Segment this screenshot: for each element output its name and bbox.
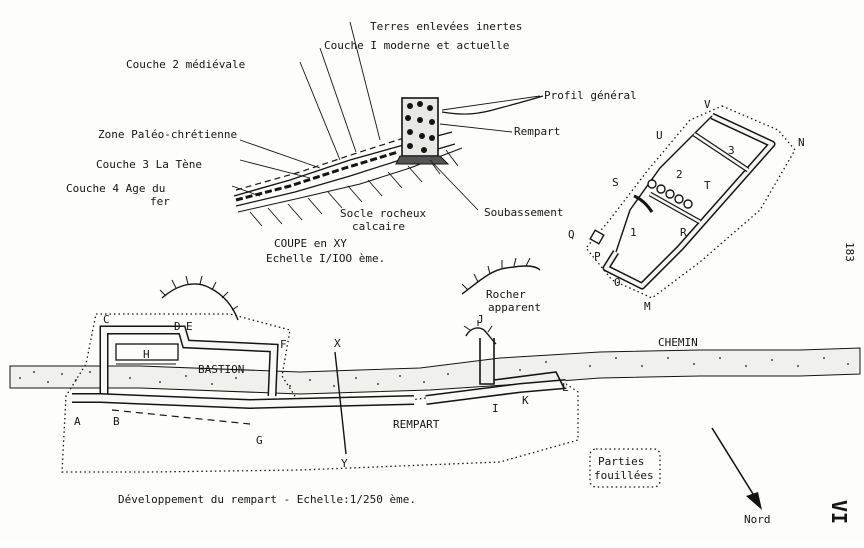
plan-letter-x: X bbox=[334, 337, 341, 350]
main-dotted-outline bbox=[61, 313, 579, 473]
label-rocher-line1: Rocher bbox=[486, 288, 526, 301]
north-arrow-head bbox=[746, 492, 762, 510]
plan-letter-b: B bbox=[113, 415, 120, 428]
label-profil-general: Profil général bbox=[544, 89, 637, 102]
plate-number: VI bbox=[827, 500, 851, 524]
plan-letters: A B C D E F G H I J K L X Y bbox=[74, 313, 569, 470]
detail-plan-drawing bbox=[585, 105, 796, 299]
detail-inner-wall bbox=[615, 115, 713, 253]
detail-letter-p: P bbox=[594, 250, 601, 263]
label-rocher-line2: apparent bbox=[488, 301, 541, 314]
label-rempart-plan: REMPART bbox=[393, 418, 440, 431]
road-band bbox=[9, 347, 861, 395]
legend-parties-line1: Parties bbox=[598, 455, 644, 468]
label-bastion: BASTION bbox=[198, 363, 244, 376]
detail-letter-t: T bbox=[704, 179, 711, 192]
label-couche-4-line2: fer bbox=[150, 195, 170, 208]
detail-square-q bbox=[589, 229, 605, 245]
plan-letter-f: F bbox=[280, 338, 287, 351]
removed-earth-line bbox=[235, 137, 405, 191]
detail-letter-v: V bbox=[704, 98, 711, 111]
detail-letter-s: S bbox=[612, 176, 619, 189]
general-profile-line bbox=[441, 95, 544, 115]
detail-room-2: 2 bbox=[676, 168, 683, 181]
rampart-stones bbox=[405, 101, 435, 153]
detail-letter-m: M bbox=[644, 300, 651, 313]
label-chemin: CHEMIN bbox=[658, 336, 698, 349]
label-rempart-section: Rempart bbox=[514, 125, 560, 138]
foundation-block bbox=[395, 155, 450, 165]
page-number: 183 bbox=[843, 242, 856, 262]
detail-letter-n: N bbox=[798, 136, 805, 149]
leader-lines bbox=[231, 21, 541, 211]
rock-outcrops bbox=[161, 265, 541, 345]
rampart-wall bbox=[72, 338, 567, 425]
plan-letter-c: C bbox=[103, 313, 110, 326]
label-soubassement: Soubassement bbox=[484, 206, 563, 219]
detail-dotted-outline bbox=[585, 105, 796, 299]
label-socle-line2: calcaire bbox=[352, 220, 405, 233]
label-terres-enlevees: Terres enlevées inertes bbox=[370, 20, 522, 33]
plan-letter-e: E bbox=[186, 320, 193, 333]
plan-letter-a: A bbox=[74, 415, 81, 428]
detail-letter-o: O bbox=[614, 276, 621, 289]
plan-letter-l: L bbox=[562, 381, 569, 394]
label-zone-paleo: Zone Paléo-chrétienne bbox=[98, 128, 237, 141]
label-echelle-coupe: Echelle I/IOO ème. bbox=[266, 252, 385, 265]
section-line-xy bbox=[334, 351, 347, 455]
legend-parties-line2: fouillées bbox=[594, 469, 654, 482]
detail-letter-u: U bbox=[656, 129, 663, 142]
detail-letter-r: R bbox=[680, 226, 687, 239]
main-plan-drawing bbox=[9, 257, 861, 510]
rock-hatches bbox=[159, 257, 531, 333]
room-h bbox=[115, 343, 179, 361]
label-socle-line1: Socle rocheux bbox=[340, 207, 426, 220]
label-couche-3: Couche 3 La Tène bbox=[96, 158, 202, 171]
plan-letter-d: D bbox=[174, 320, 181, 333]
label-coupe-xy: COUPE en XY bbox=[274, 237, 347, 250]
detail-letters: V N U S T R Q P O M 1 2 3 bbox=[568, 98, 805, 313]
layer-line-2 bbox=[235, 150, 399, 202]
road-stippling bbox=[19, 357, 849, 387]
detail-stone-row bbox=[647, 179, 693, 209]
label-couche-1: Couche I moderne et actuelle bbox=[324, 39, 509, 52]
label-couche-4-line1: Couche 4 Age du bbox=[66, 182, 165, 195]
bastion-walls bbox=[99, 325, 279, 397]
detail-room-1: 1 bbox=[630, 226, 637, 239]
legend-dotted-box bbox=[589, 448, 661, 488]
plan-letter-g: G bbox=[256, 434, 263, 447]
plan-letter-k: K bbox=[522, 394, 529, 407]
detail-letter-q: Q bbox=[568, 228, 575, 241]
north-arrow-shaft bbox=[711, 427, 759, 503]
plan-letter-i: I bbox=[492, 402, 499, 415]
detail-hatched-arc bbox=[633, 194, 654, 213]
plan-letter-y: Y bbox=[341, 457, 348, 470]
label-nord: Nord bbox=[744, 513, 771, 526]
detail-room-3: 3 bbox=[728, 144, 735, 157]
plan-letter-j: J bbox=[477, 313, 484, 326]
plan-letter-h: H bbox=[143, 348, 150, 361]
label-couche-2: Couche 2 médiévale bbox=[126, 58, 245, 71]
rock-hatching bbox=[249, 149, 459, 227]
cross-section-drawing bbox=[231, 21, 544, 227]
plan-caption: Développement du rempart - Echelle:1/250… bbox=[118, 493, 416, 506]
